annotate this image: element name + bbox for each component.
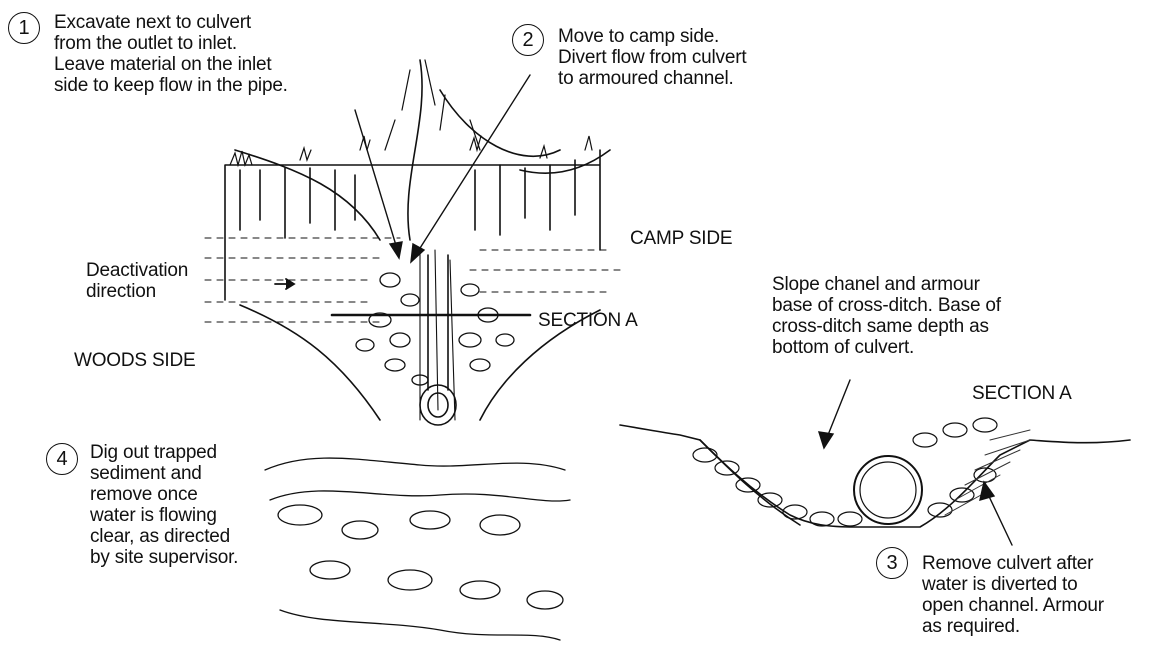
section-a-culvert xyxy=(854,456,922,524)
sediment-rubble xyxy=(265,458,570,640)
camp-side-label: CAMP SIDE xyxy=(630,228,732,249)
step-2-badge: 2 xyxy=(512,24,544,56)
step-4-badge: 4 xyxy=(46,443,78,475)
pointer-slope-note xyxy=(819,380,850,448)
step-4-text: Dig out trapped sediment and remove once… xyxy=(90,442,238,568)
step-1-text: Excavate next to culvert from the outlet… xyxy=(54,12,288,96)
section-a-rocks xyxy=(693,418,997,526)
section-a-marker-label: SECTION A xyxy=(538,310,638,331)
step-3-text: Remove culvert after water is diverted t… xyxy=(922,553,1104,637)
hillside-outline xyxy=(235,60,610,240)
ditch-flow-lines xyxy=(420,250,455,420)
rock-armour xyxy=(356,273,514,385)
pointer-step2 xyxy=(411,75,530,262)
step-3-badge: 3 xyxy=(876,547,908,579)
cliff-hatching xyxy=(240,160,575,238)
ground-surface xyxy=(620,425,1130,527)
section-a-title: SECTION A xyxy=(972,383,1072,404)
slope-note: Slope chanel and armour base of cross-di… xyxy=(772,274,1001,358)
ditch-left-bank xyxy=(240,305,380,420)
step-2-text: Move to camp side. Divert flow from culv… xyxy=(558,26,746,89)
woods-side-label: WOODS SIDE xyxy=(74,350,196,371)
pointer-step1 xyxy=(355,110,402,258)
step-1-badge: 1 xyxy=(8,12,40,44)
pointer-step3 xyxy=(980,482,1012,545)
section-a-profile xyxy=(620,425,1130,527)
deactivation-direction-label: Deactivation direction xyxy=(86,260,188,302)
section-a-fill-hatch xyxy=(945,430,1030,515)
